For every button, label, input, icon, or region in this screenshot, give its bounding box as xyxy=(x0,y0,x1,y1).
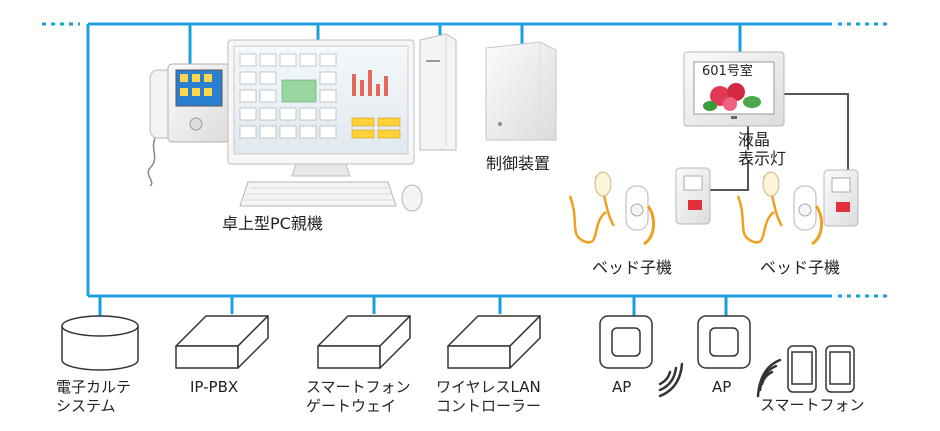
label-bed-unit-1: ベッド子機 xyxy=(592,258,673,277)
network-lines xyxy=(42,22,890,316)
label-bed-unit-2: ベッド子機 xyxy=(760,258,841,277)
box-icon xyxy=(447,315,541,369)
label-smartphone: スマートフォン xyxy=(760,396,865,414)
label-control-unit: 制御装置 xyxy=(486,154,551,173)
access-point-icon xyxy=(599,315,653,369)
label-room-number: 601号室 xyxy=(702,64,753,79)
keyboard-icon xyxy=(239,181,397,207)
label-smartphone-gateway: スマートフォン ゲートウェイ xyxy=(306,378,411,415)
label-ap-1: AP xyxy=(612,378,632,396)
smartphone-icon xyxy=(825,345,855,393)
box-icon xyxy=(175,315,269,369)
monitor-icon xyxy=(227,39,415,177)
box-icon xyxy=(317,315,411,369)
label-ap-2: AP xyxy=(712,378,732,396)
lcd-panel-icon xyxy=(683,51,785,127)
wall-switch-icon xyxy=(823,169,859,227)
label-desktop-pc-master: 卓上型PC親機 xyxy=(222,214,323,233)
smartphone-icon xyxy=(787,345,817,393)
control-box-icon xyxy=(485,41,557,141)
label-lcd-display-lamp: 液晶 表示灯 xyxy=(738,130,787,168)
pc-tower-icon xyxy=(419,33,457,151)
mouse-icon xyxy=(401,184,423,212)
wall-switch-icon xyxy=(675,167,711,225)
nurse-call-handset-icon xyxy=(736,171,823,246)
database-icon xyxy=(61,315,139,371)
label-ip-pbx: IP-PBX xyxy=(190,378,239,396)
label-wireless-lan-controller: ワイヤレスLAN コントローラー xyxy=(436,378,542,415)
access-point-icon xyxy=(697,315,751,369)
wifi-waves-icon xyxy=(658,362,684,398)
label-ehr-system: 電子カルテ システム xyxy=(56,378,132,415)
handset-icon xyxy=(147,63,231,187)
nurse-call-handset-icon xyxy=(568,171,655,246)
wifi-waves-icon xyxy=(756,358,782,398)
